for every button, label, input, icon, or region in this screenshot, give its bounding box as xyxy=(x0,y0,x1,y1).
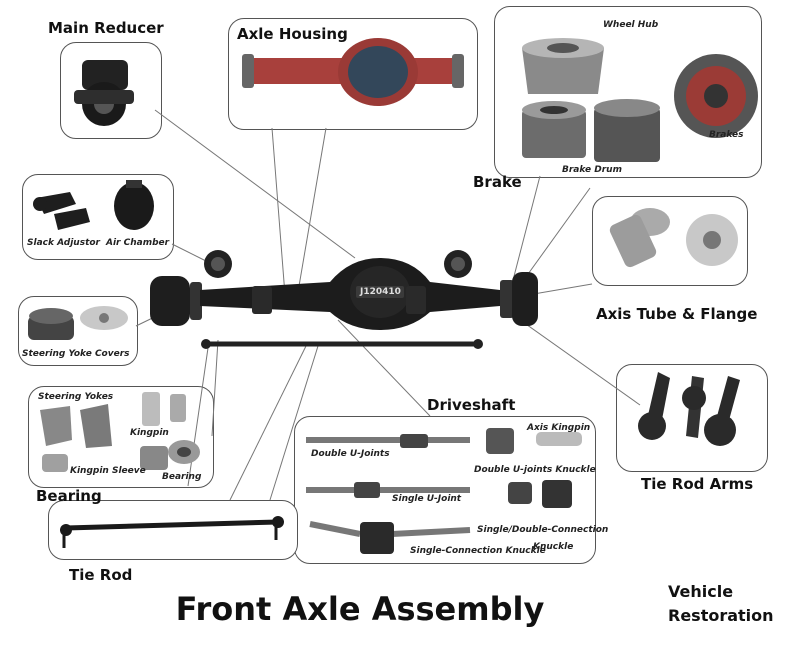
brand-label: Vehicle Restoration xyxy=(668,580,774,628)
sublabel-steering-yokes: Steering Yokes xyxy=(38,392,114,402)
sublabel-air-chamber: Air Chamber xyxy=(106,238,170,248)
steering-yoke-covers-box xyxy=(18,296,138,366)
tie-rod-box xyxy=(48,500,298,560)
label-tie-rod: Tie Rod xyxy=(69,566,133,584)
sublabel-single-double-connection: Single/Double-Connection xyxy=(477,525,609,535)
main-reducer-image xyxy=(74,60,134,126)
sublabel-slack-adjustor: Slack Adjustor xyxy=(27,238,100,248)
brand-line-2: Restoration xyxy=(668,606,774,625)
tie-rod-arms-images xyxy=(638,372,740,446)
driveshaft-images xyxy=(306,428,582,554)
axle-housing-image xyxy=(242,38,464,106)
label-axis-tube-flange: Axis Tube & Flange xyxy=(596,305,758,323)
label-axle-housing: Axle Housing xyxy=(237,25,348,43)
leader-lines xyxy=(135,109,641,501)
steering-yoke-covers-images xyxy=(28,306,128,340)
sublabel-steering-yoke-covers: Steering Yoke Covers xyxy=(22,349,130,359)
label-bearing: Bearing xyxy=(36,487,102,505)
sublabel-axis-kingpin: Axis Kingpin xyxy=(527,423,591,433)
brand-line-1: Vehicle xyxy=(668,582,734,601)
sublabel-single-u-joint: Single U-Joint xyxy=(392,494,462,504)
page-title: Front Axle Assembly xyxy=(175,590,545,628)
sublabel-single-connection-knuckle: Single-Connection Knuckle xyxy=(410,546,546,556)
sublabel-wheel-hub: Wheel Hub xyxy=(603,20,659,30)
brake-images xyxy=(522,38,758,162)
sublabel-bearing: Bearing xyxy=(162,472,202,482)
sublabel-kingpin: Kingpin xyxy=(130,428,169,438)
label-main-reducer: Main Reducer xyxy=(48,19,164,37)
tie-rod-image xyxy=(60,516,284,548)
label-driveshaft: Driveshaft xyxy=(427,396,516,414)
axle-marking: J120410 xyxy=(360,287,401,297)
label-brake: Brake xyxy=(473,173,522,191)
front-axle-image xyxy=(150,250,538,349)
axis-tube-flange-images xyxy=(609,208,738,268)
sublabel-double-u-joints-knuckle: Double U-joints Knuckle xyxy=(474,465,596,475)
sublabel-brakes: Brakes xyxy=(709,130,744,140)
slack-adjustor-images xyxy=(33,180,154,230)
sublabel-brake-drum: Brake Drum xyxy=(562,165,622,175)
sublabel-knuckle: Knuckle xyxy=(533,542,574,552)
sublabel-double-u-joints: Double U-Joints xyxy=(311,449,390,459)
label-tie-rod-arms: Tie Rod Arms xyxy=(641,475,754,493)
sublabel-kingpin-sleeve: Kingpin Sleeve xyxy=(70,466,146,476)
steering-yokes-images xyxy=(40,392,200,472)
